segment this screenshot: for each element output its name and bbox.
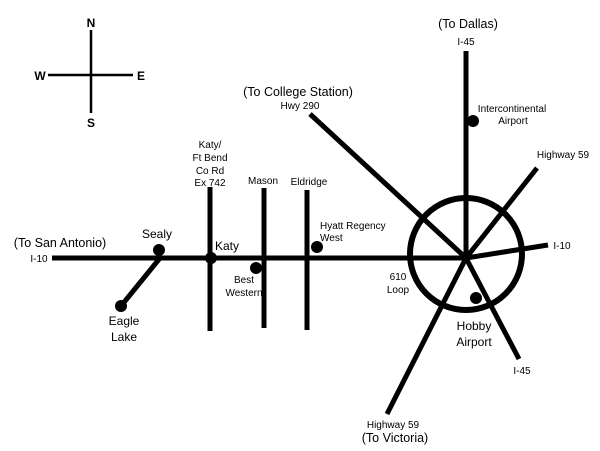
hwy59-north-label: Highway 59 [537, 150, 590, 161]
katy-ft-bend-label-line3: Co Rd [196, 166, 224, 177]
i45-north-direction-label: (To Dallas) [438, 17, 498, 31]
road-eagle-lake [119, 256, 162, 308]
road-610-loop [407, 195, 525, 313]
compass-west-label: W [34, 69, 46, 83]
katy-ft-bend-label-line4: Ex 742 [194, 178, 226, 189]
compass-rose: N S E W [34, 16, 145, 130]
intercontinental-airport-label-line1: Intercontinental [478, 104, 546, 115]
intercontinental-airport-label-line2: Airport [498, 116, 528, 127]
hwy59-south-direction-label: (To Victoria) [362, 431, 428, 445]
compass-east-label: E [137, 69, 145, 83]
eagle-lake-label-line1: Eagle [109, 314, 140, 328]
hyatt-label-line2: West [320, 233, 343, 244]
hyatt-label-line1: Hyatt Regency [320, 221, 386, 232]
i45-south-label: I-45 [513, 366, 531, 377]
best-western-label-line1: Best [234, 275, 254, 286]
compass-south-label: S [87, 116, 95, 130]
i10-west-label: I-10 [30, 254, 48, 265]
road-i45-south [463, 256, 522, 361]
loop610-label-line1: 610 [390, 272, 407, 283]
loop610-label-line2: Loop [387, 285, 410, 296]
road-i10-east [465, 242, 549, 261]
i45-north-label: I-45 [457, 37, 475, 48]
hobby-airport-label-line2: Airport [456, 335, 492, 349]
hwy59-south-label: Highway 59 [367, 420, 420, 431]
best-western-marker [250, 262, 262, 274]
hobby-airport-marker [470, 292, 482, 304]
hwy290-label: Hwy 290 [281, 101, 320, 112]
hobby-airport-label-line1: Hobby [457, 319, 492, 333]
eldridge-label: Eldridge [291, 177, 328, 188]
intercontinental-airport-marker [467, 115, 479, 127]
katy-ft-bend-label-line1: Katy/ [199, 140, 222, 151]
eagle-lake-marker [115, 300, 127, 312]
katy-label: Katy [215, 239, 239, 253]
sealy-marker [153, 244, 165, 256]
hwy290-direction-label: (To College Station) [243, 85, 353, 99]
i10-west-direction-label: (To San Antonio) [14, 236, 106, 250]
compass-north-label: N [87, 16, 96, 30]
katy-marker [205, 252, 217, 264]
i10-east-label: I-10 [553, 241, 571, 252]
road-hwy59-south [384, 256, 469, 416]
eagle-lake-label-line2: Lake [111, 330, 137, 344]
katy-ft-bend-label-line2: Ft Bend [192, 153, 227, 164]
hyatt-marker [311, 241, 323, 253]
road-hwy290 [308, 112, 468, 260]
mason-label: Mason [248, 176, 278, 187]
sealy-label: Sealy [142, 227, 172, 241]
best-western-label-line2: Western [225, 288, 262, 299]
